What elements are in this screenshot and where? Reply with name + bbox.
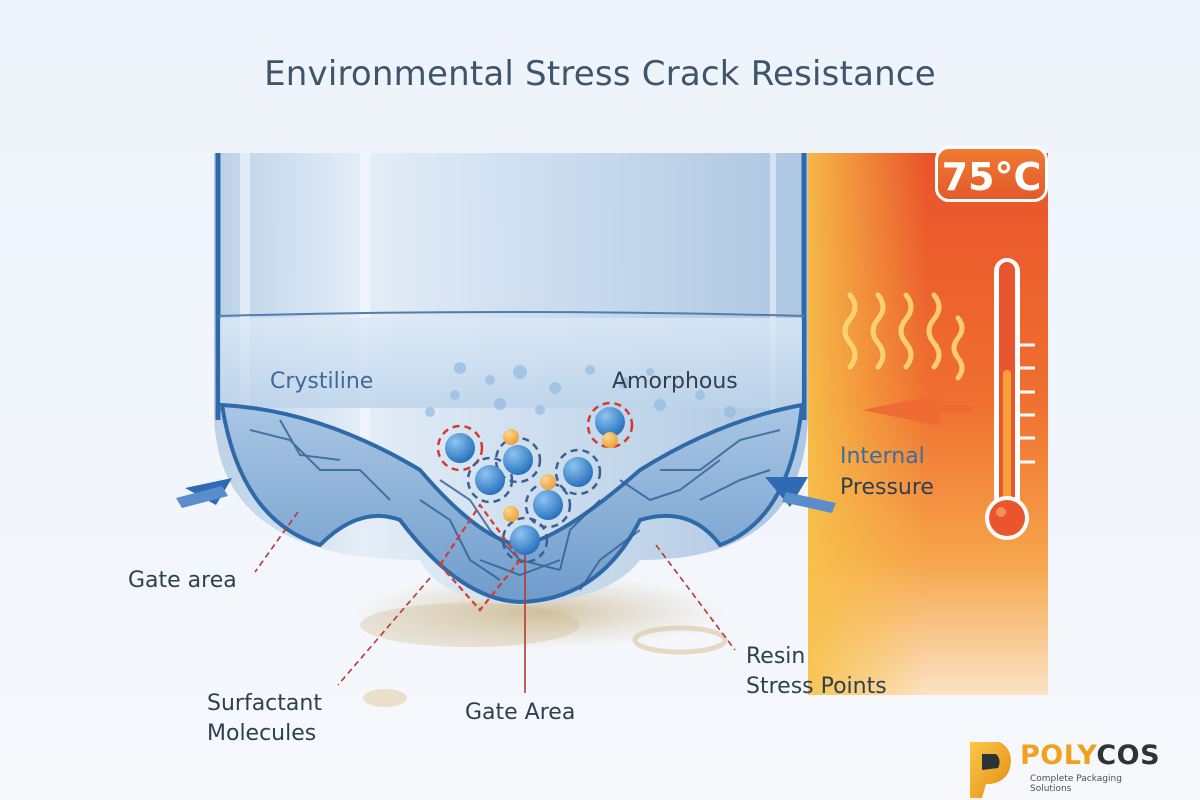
logo-word-poly: POLY xyxy=(1020,740,1097,771)
heat-arrow xyxy=(862,394,972,426)
thermometer-icon xyxy=(985,258,1035,540)
internal-pressure-label-line2: Pressure xyxy=(840,475,934,500)
logo-tagline: Complete Packaging Solutions xyxy=(1030,774,1122,794)
heat-wave-icon xyxy=(842,292,965,381)
internal-pressure-label-line1: Internal xyxy=(840,444,925,469)
logo-word-cos: COS xyxy=(1096,740,1161,771)
polycos-logo-icon xyxy=(970,742,1011,798)
crystalline-label: Crystiline xyxy=(270,369,374,394)
pressure-arrow-left xyxy=(176,478,232,508)
gate-area-left-label: Gate area xyxy=(128,568,237,593)
diagram-title: Environmental Stress Crack Resistance xyxy=(264,54,936,94)
resin-label-line2: Stress Points xyxy=(746,674,887,699)
gate-area-center-label: Gate Area xyxy=(465,700,576,725)
pressure-arrow-right xyxy=(765,477,836,513)
callout-lines xyxy=(254,503,736,686)
surfactant-label-line2: Molecules xyxy=(207,721,317,746)
polycos-logo: POLYCOS Complete Packaging Solutions xyxy=(966,738,1166,798)
temperature-badge: 75°C xyxy=(935,146,1048,202)
surfactant-label-line1: Surfactant xyxy=(207,691,322,716)
logo-wordmark: POLYCOS xyxy=(1020,740,1160,771)
amorphous-label: Amorphous xyxy=(612,369,738,394)
cracked-base xyxy=(219,402,805,605)
resin-label-line1: Resin xyxy=(746,644,806,669)
molecule-icon xyxy=(436,401,634,564)
